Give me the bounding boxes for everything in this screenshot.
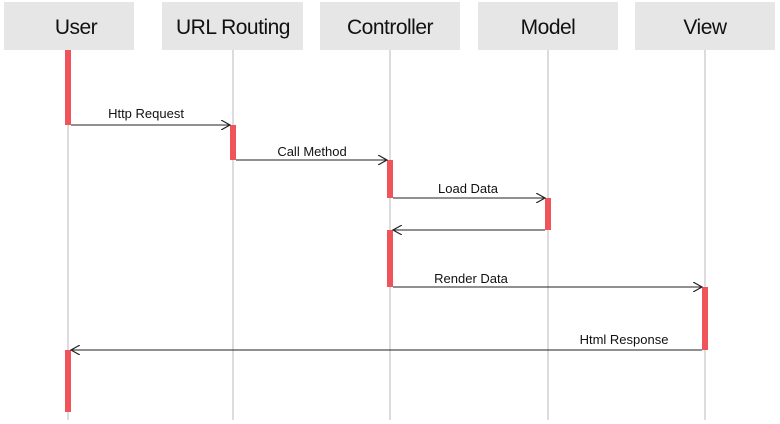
message-render-data: Render Data (393, 271, 702, 287)
actor-label-view: View (683, 16, 727, 39)
activation-controller-2 (387, 230, 393, 287)
activation-url-routing (230, 125, 236, 160)
actor-box-url-routing (162, 2, 303, 50)
actor-label-model: Model (521, 16, 576, 39)
activation-model (545, 198, 551, 230)
message-label: Http Request (108, 106, 184, 121)
actor-header-controller: Controller (320, 2, 460, 50)
message-label: Load Data (438, 181, 499, 196)
message-http-request: Http Request (71, 106, 230, 125)
message-html-response: Html Response (71, 332, 702, 350)
activation-controller-1 (387, 160, 393, 198)
actor-box-controller (320, 2, 460, 50)
activations (65, 50, 708, 412)
message-label: Render Data (434, 271, 508, 286)
actor-box-model (478, 2, 618, 50)
actor-box-user (4, 2, 134, 50)
message-call-method: Call Method (236, 144, 387, 160)
message-label: Call Method (277, 144, 346, 159)
activation-view (702, 287, 708, 350)
actor-label-url-routing: URL Routing (176, 16, 290, 39)
actor-header-model: Model (478, 2, 618, 50)
message-load-data: Load Data (393, 181, 545, 198)
activation-user-2 (65, 350, 71, 412)
actor-label-user: User (55, 16, 98, 39)
actor-header-url-routing: URL Routing (162, 2, 303, 50)
message-label: Html Response (580, 332, 669, 347)
actor-label-controller: Controller (347, 16, 434, 39)
actor-header-user: User (4, 2, 134, 50)
actor-header-view: View (635, 2, 775, 50)
actor-box-view (635, 2, 775, 50)
activation-user-1 (65, 50, 71, 125)
